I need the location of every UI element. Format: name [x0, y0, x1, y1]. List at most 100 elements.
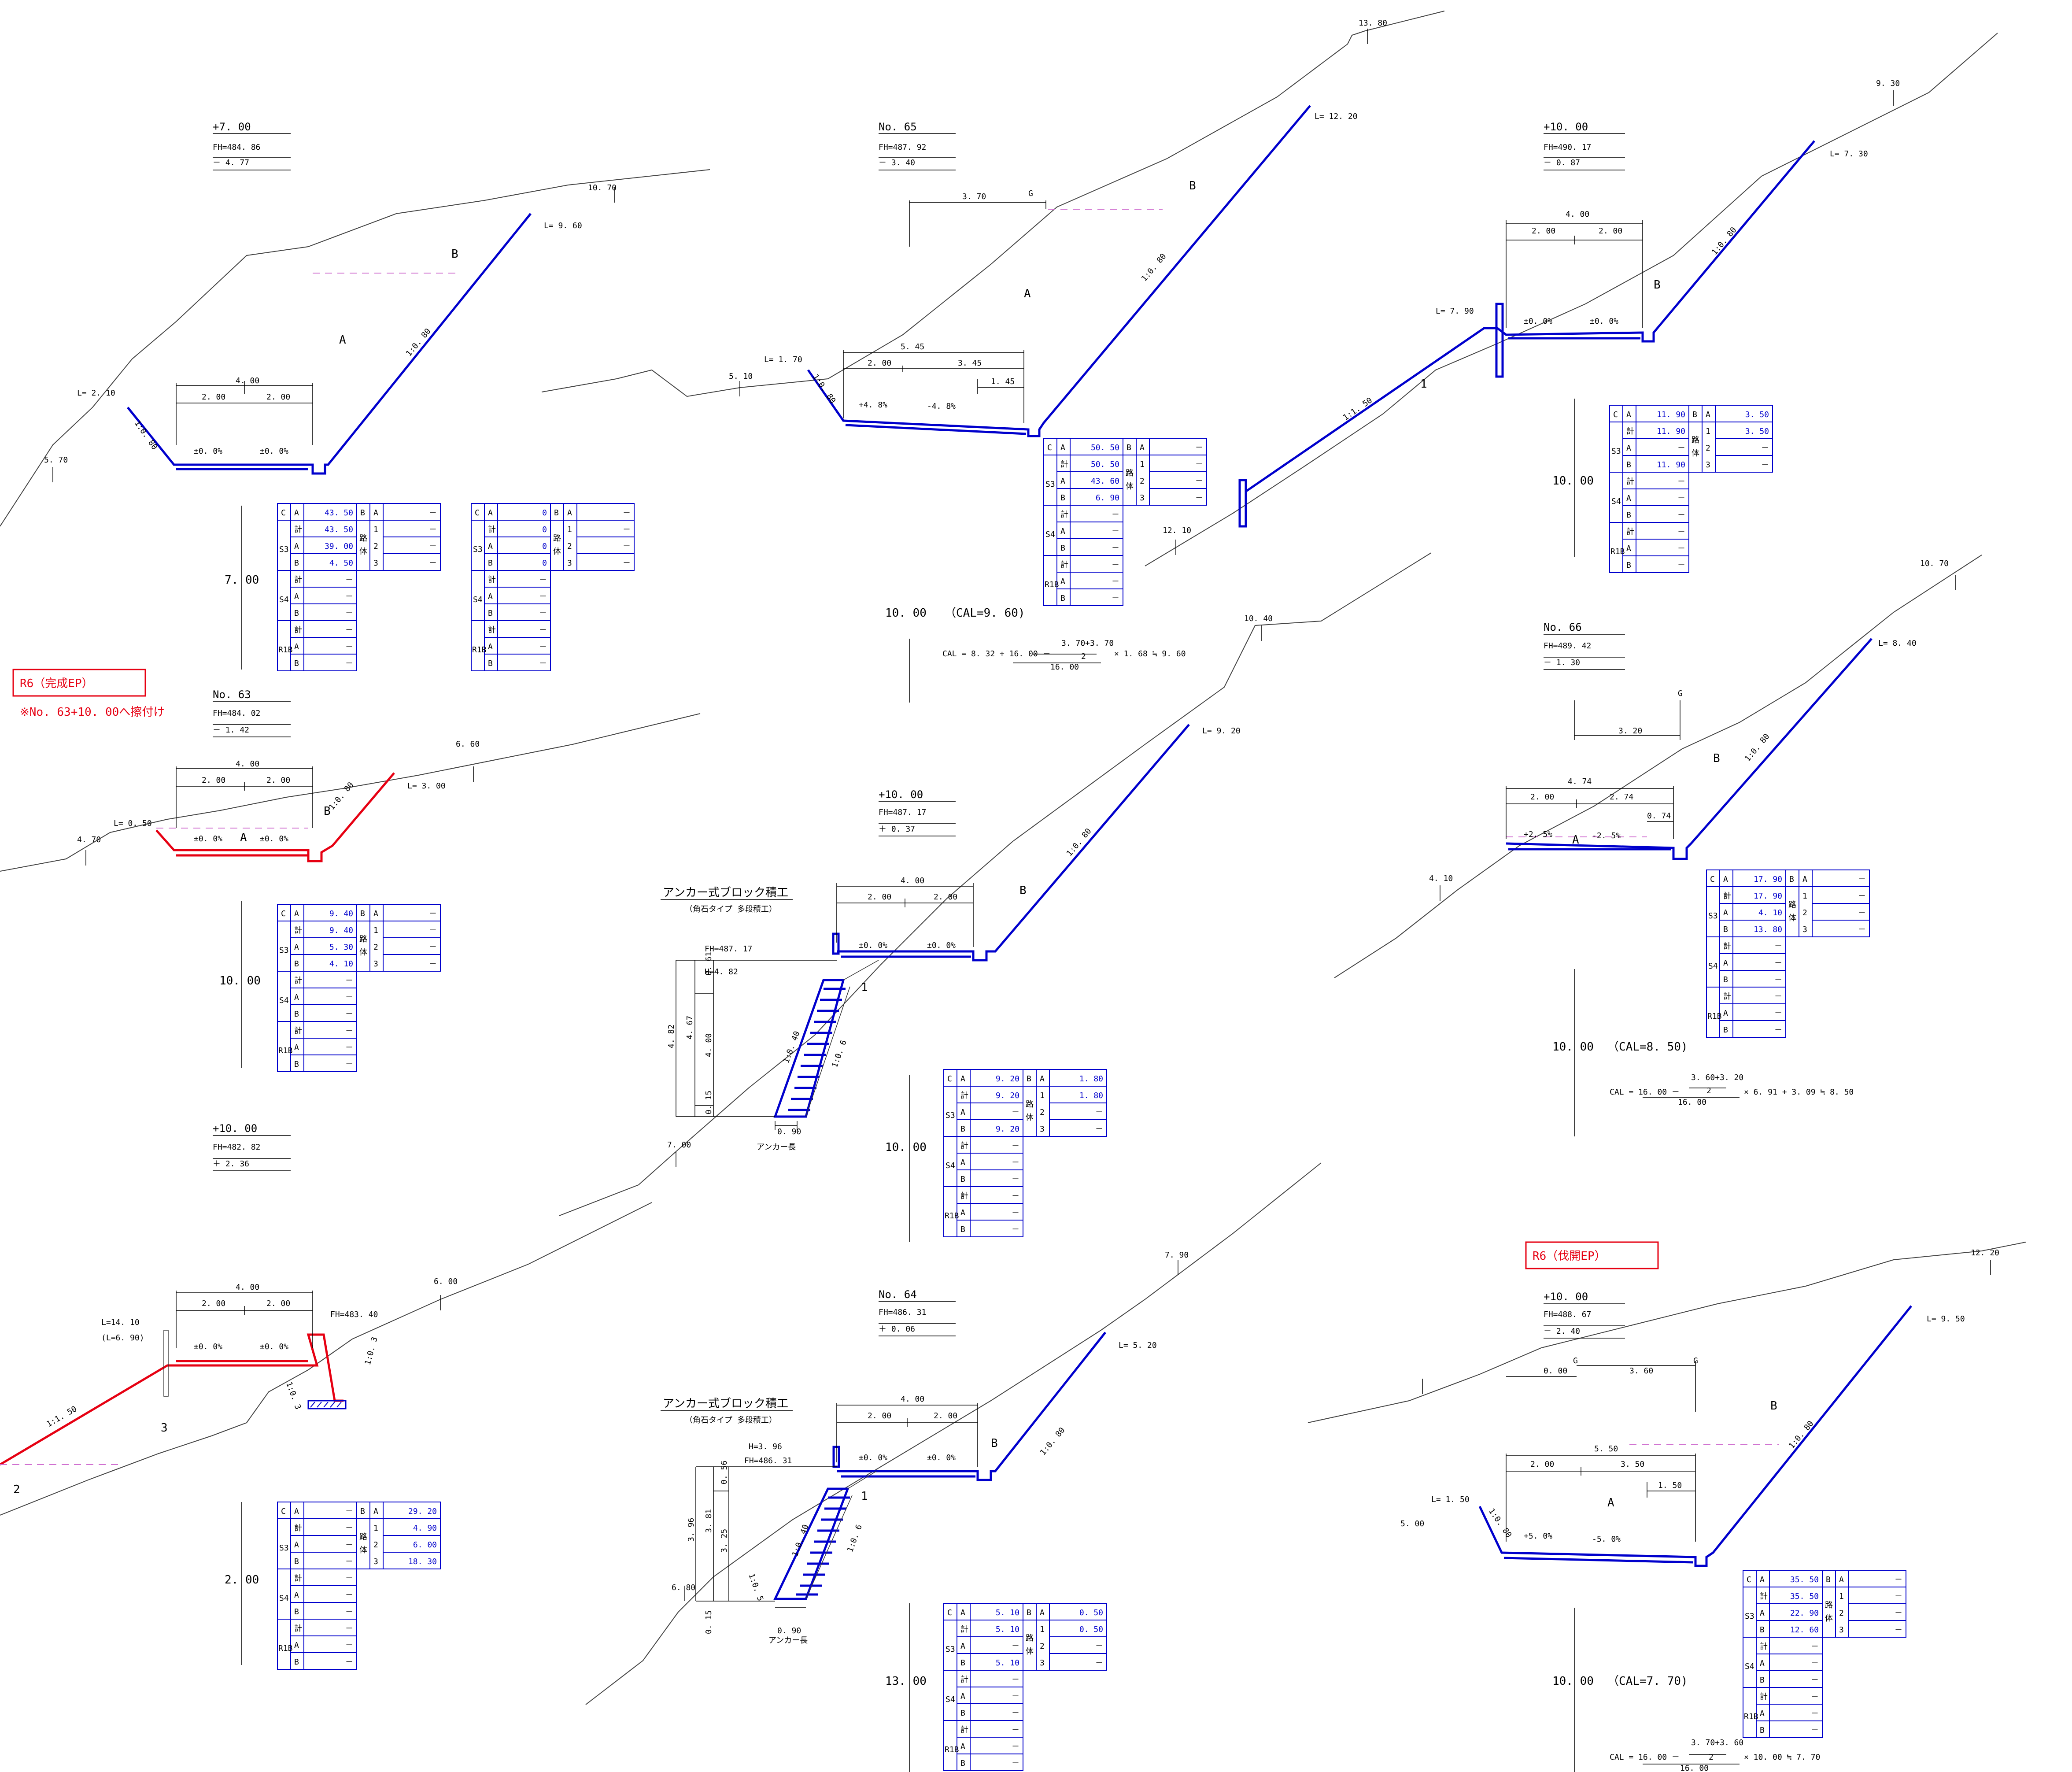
svg-text:-2. 5%: -2. 5%	[1592, 831, 1621, 840]
table-cell-value: －	[1112, 594, 1119, 603]
table-label-c: C	[947, 1074, 952, 1084]
diff-p10d: － 2. 40	[1544, 1327, 1580, 1336]
table-row-label: 計	[1626, 477, 1634, 486]
cut-profiles	[0, 105, 1912, 1600]
table-row-label: A	[294, 1540, 299, 1550]
svg-text:12. 20: 12. 20	[1971, 1248, 1999, 1258]
table-row-label: 計	[1626, 527, 1634, 536]
table-row-label: A	[960, 1108, 965, 1117]
table-side-value: 3. 50	[1745, 410, 1769, 419]
table-cell-value: 22. 90	[1790, 1609, 1819, 1618]
table-row-label: A	[1760, 1709, 1765, 1718]
table-cell-value: 9. 20	[996, 1074, 1019, 1084]
svg-text:3. 70: 3. 70	[962, 192, 986, 201]
svg-text:4. 00: 4. 00	[704, 1033, 713, 1057]
svg-text:16. 00: 16. 00	[1680, 1764, 1709, 1772]
svg-text:FH=486. 31: FH=486. 31	[744, 1456, 792, 1465]
table-label-s4: S4	[1045, 530, 1055, 539]
table-row-label: B	[488, 609, 493, 618]
table-side-value: －	[429, 542, 437, 551]
table-label-c: C	[475, 508, 480, 518]
svg-text:4. 00: 4. 00	[1566, 210, 1589, 219]
svg-text:±0. 0%: ±0. 0%	[194, 447, 222, 456]
svg-text:1:0. 6: 1:0. 6	[830, 1039, 849, 1069]
svg-text:A: A	[1024, 287, 1031, 300]
svg-text:±0. 0%: ±0. 0%	[859, 1453, 887, 1462]
table-side-value: －	[429, 525, 437, 534]
table-cell-value: －	[1811, 1709, 1819, 1718]
length-labels: L= 2. 10 L= 9. 60 L= 1. 70 L= 12. 20 L= …	[77, 112, 1965, 1504]
table-row-label: A	[294, 1641, 299, 1650]
table-row-label: 計	[294, 926, 302, 935]
table-row-label: A	[488, 508, 493, 518]
fh-p10d: FH=488. 67	[1544, 1310, 1591, 1319]
table-row-label: A	[294, 508, 299, 518]
table-row-label: B	[960, 1125, 965, 1134]
table-cell-value: －	[345, 1010, 353, 1019]
table-row-label: 計	[488, 575, 496, 585]
table-row-label: B	[960, 1709, 965, 1718]
svg-text:1:0. 5: 1:0. 5	[746, 1572, 765, 1602]
diff-p10a: － 0. 87	[1544, 158, 1580, 167]
table-label-b: B	[1027, 1608, 1031, 1617]
station-p10d: +10. 00	[1544, 1291, 1588, 1303]
table-label-ro: 路	[359, 935, 367, 944]
table-cell-value: －	[1774, 958, 1782, 968]
station-n65: No. 65	[879, 121, 917, 133]
svg-text:4. 70: 4. 70	[77, 835, 101, 844]
svg-text:アンカー式ブロック積工: アンカー式ブロック積工	[663, 886, 788, 899]
dimension-values: 4. 00 2. 00 2. 00 3. 70 G 5. 45 2. 00 3.…	[202, 189, 1698, 1635]
table-row-label: B	[1760, 1625, 1765, 1635]
table-label-r1b: R1B	[1610, 547, 1625, 556]
table-row-label: B	[294, 559, 299, 568]
svg-text:+4. 8%: +4. 8%	[859, 400, 887, 410]
table-cell-value: －	[539, 575, 547, 585]
station-p10a: +10. 00	[1544, 121, 1588, 133]
table-label-1: 1	[1839, 1592, 1844, 1601]
svg-text:2: 2	[1081, 652, 1086, 661]
table-label-tai: 体	[359, 1546, 367, 1555]
note-tie-in: ※No. 63+10. 00へ擦付け	[20, 706, 165, 719]
table-label-b: B	[360, 508, 365, 518]
table-label-2: 2	[1140, 477, 1145, 486]
svg-text:±0. 0%: ±0. 0%	[927, 941, 956, 950]
table-cell-value: －	[345, 642, 353, 651]
table-cell-value: －	[345, 1574, 353, 1583]
table-label-s3: S3	[1708, 911, 1718, 921]
table-side-value: 0. 50	[1079, 1608, 1103, 1617]
table-cell-value: 0	[542, 508, 547, 518]
table-row-label: A	[960, 1208, 965, 1217]
table-label-tai: 体	[359, 948, 367, 957]
table-side-value: －	[1858, 908, 1866, 917]
spacing-p10d: 10. 00	[1552, 1675, 1594, 1688]
svg-text:3. 25: 3. 25	[720, 1529, 729, 1553]
table-cell-value: 9. 40	[329, 926, 353, 935]
table-row-label: 計	[294, 1624, 302, 1633]
table-label-tai: 体	[359, 547, 367, 556]
table-row-label: A	[488, 592, 493, 601]
svg-text:B: B	[324, 805, 331, 818]
svg-text:0. 15: 0. 15	[704, 1091, 713, 1114]
table-label-c: C	[281, 508, 286, 518]
table-row-label: A	[294, 1591, 299, 1600]
svg-text:B: B	[991, 1437, 998, 1450]
spacing-n65: 10. 00	[885, 607, 927, 620]
svg-text:4. 74: 4. 74	[1568, 777, 1592, 786]
svg-text:10. 70: 10. 70	[588, 183, 617, 192]
table-label-a: A	[1040, 1074, 1045, 1084]
table-cell-value: 43. 50	[325, 508, 353, 518]
svg-text:6. 60: 6. 60	[456, 740, 480, 749]
table-label-ro: 路	[1026, 1100, 1034, 1109]
table-label-s4: S4	[1611, 497, 1621, 506]
table-label-r1b: R1B	[278, 1046, 293, 1055]
svg-text:L= 1. 70: L= 1. 70	[764, 355, 802, 364]
table-row-label: B	[1060, 544, 1065, 553]
svg-text:1:0. 3: 1:0. 3	[363, 1336, 380, 1366]
table-row-label: 計	[294, 525, 302, 534]
svg-text:±0. 0%: ±0. 0%	[260, 1342, 288, 1351]
table-cell-value: 13. 80	[1754, 925, 1782, 934]
table-cell-value: 4. 50	[329, 559, 353, 568]
svg-text:2. 00: 2. 00	[202, 1299, 225, 1308]
table-cell-value: －	[1811, 1659, 1819, 1668]
diff-n63: － 1. 42	[213, 725, 249, 735]
